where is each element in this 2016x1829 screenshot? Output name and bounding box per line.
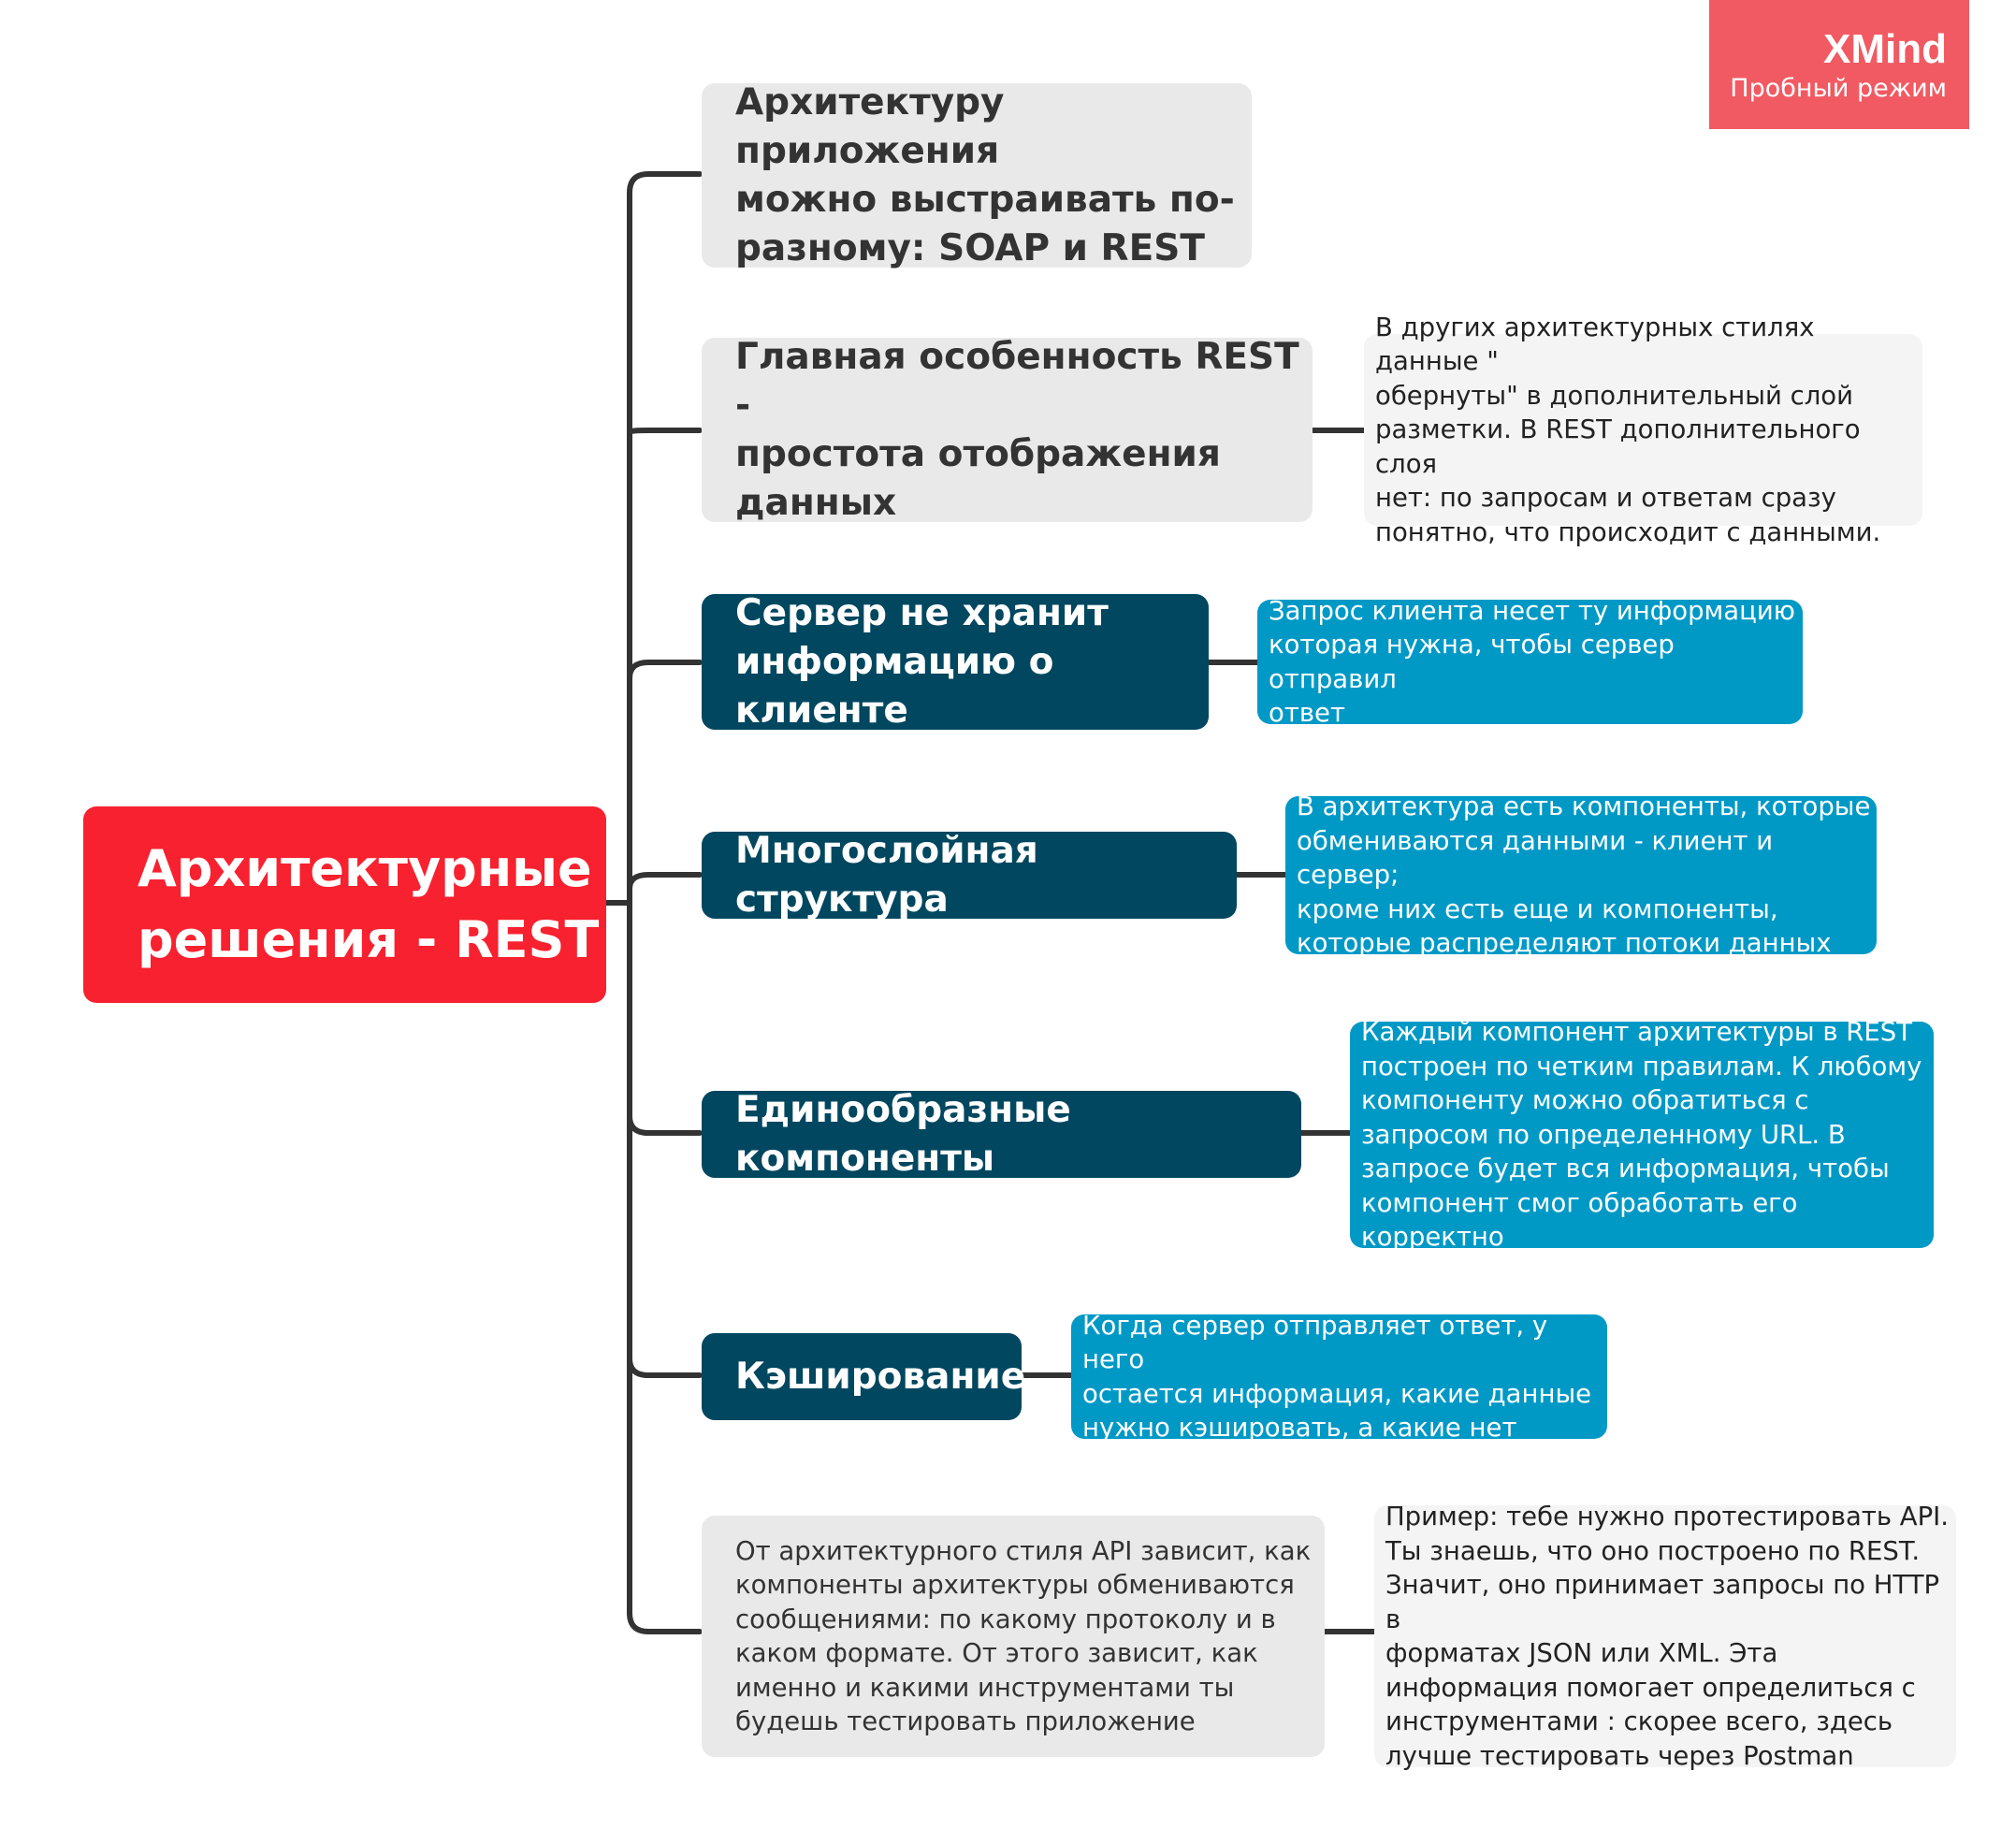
note-uniform[interactable]: Каждый компонент архитектуры в REST пост… [1350,1017,1934,1252]
note-data-display[interactable]: В других архитектурных стилях данные " о… [1364,312,1922,547]
connector-branch-5 [627,1113,703,1136]
root-topic[interactable]: Архитектурные решения - REST [83,806,606,1003]
branch-caching[interactable]: Кэширование [702,1333,1025,1420]
branch-layered[interactable]: Многослойная структура [702,830,1237,921]
connector-branch-4 [627,872,703,892]
branch-soap-rest[interactable]: Архитектуру приложения можно выстраивать… [702,81,1252,269]
connector-branch-3 [627,660,703,681]
watermark-subtitle: Пробный режим [1730,74,1947,103]
note-api-style[interactable]: Пример: тебе нужно протестировать API. Т… [1374,1502,1956,1771]
branch-uniform[interactable]: Единообразные компоненты [702,1089,1301,1180]
branch-api-style[interactable]: От архитектурного стиля API зависит, как… [702,1516,1325,1757]
branch-stateless[interactable]: Сервер не хранит информацию о клиенте [702,592,1209,732]
note-stateless[interactable]: Запрос клиента несет ту информацию котор… [1257,596,1803,728]
watermark-title: XMind [1823,26,1947,72]
branch-data-display[interactable]: Главная особенность REST - простота отоб… [702,336,1313,524]
note-layered[interactable]: В архитектура есть компоненты, которые о… [1285,791,1877,958]
note-caching[interactable]: Когда сервер отправляет ответ, у него ос… [1071,1311,1607,1443]
xmind-trial-watermark: XMind Пробный режим [1709,0,1969,129]
connector-branch-2 [627,428,703,435]
connector-trunk [627,171,651,1634]
connector-branch-6 [627,1356,703,1378]
